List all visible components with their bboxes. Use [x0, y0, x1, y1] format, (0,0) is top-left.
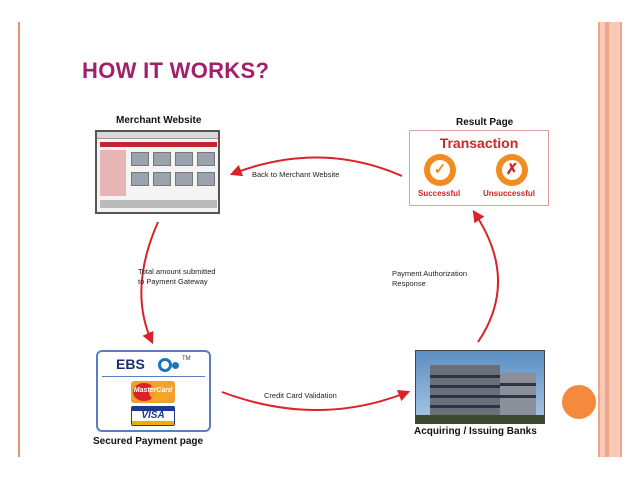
successful-label: Successful	[418, 189, 461, 198]
orange-circle-decoration	[562, 385, 596, 419]
acquiring-banks-label: Acquiring / Issuing Banks	[414, 426, 537, 437]
visa-logo: VISA	[131, 406, 175, 426]
merchant-website-label: Merchant Website	[116, 115, 202, 126]
ebs-gateway-box: EBS TM MasterCard VISA	[96, 350, 211, 432]
total-amount-label-line2: to Payment Gateway	[138, 277, 208, 286]
credit-card-validation-label: Credit Card Validation	[264, 391, 337, 400]
transaction-heading: Transaction	[439, 135, 519, 151]
merchant-website-image	[95, 130, 220, 214]
back-to-merchant-label: Back to Merchant Website	[252, 170, 340, 179]
secured-payment-label: Secured Payment page	[93, 436, 204, 447]
success-circle: ✓	[424, 154, 456, 186]
arrow-back-to-merchant	[229, 156, 403, 177]
result-page-box: Transaction ✓ ✗ Successful Unsuccessful	[409, 130, 549, 206]
ebs-logo-ring-icon	[158, 358, 172, 372]
right-decorative-band	[598, 22, 622, 457]
mastercard-logo: MasterCard	[131, 381, 175, 403]
unsuccessful-label: Unsuccessful	[483, 189, 536, 198]
left-border-line	[18, 22, 20, 457]
failure-circle: ✗	[496, 154, 528, 186]
visa-text: VISA	[141, 410, 165, 421]
payment-auth-label-line1: Payment Authorization	[392, 269, 468, 278]
result-page-label: Result Page	[456, 117, 514, 128]
bank-building-image	[415, 350, 545, 424]
trademark-mark: TM	[182, 356, 191, 362]
ebs-logo-dot-icon	[172, 362, 179, 369]
slide-title: HOW IT WORKS?	[82, 58, 270, 83]
arrow-card-validation	[221, 389, 411, 411]
arrow-auth-response	[472, 210, 500, 343]
mastercard-text: MasterCard	[133, 387, 173, 394]
ebs-divider	[102, 376, 205, 377]
arrow-to-gateway	[140, 221, 159, 345]
ebs-logo-text: EBS	[116, 356, 145, 372]
total-amount-label-line1: Total amount submitted	[138, 267, 216, 276]
x-icon: ✗	[502, 160, 522, 180]
check-icon: ✓	[430, 160, 450, 180]
payment-auth-label-line2: Response	[392, 279, 426, 288]
